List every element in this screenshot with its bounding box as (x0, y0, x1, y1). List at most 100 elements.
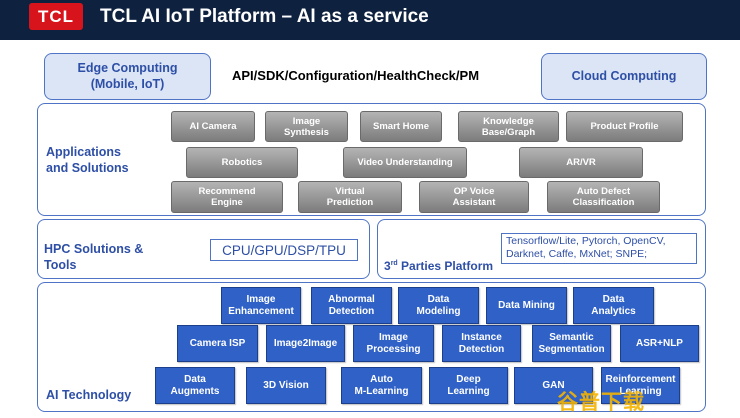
edge-computing-box (44, 53, 211, 100)
app-item-text-line1: Auto Defect (576, 186, 631, 197)
tech-item-text-line1: Camera ISP (189, 337, 246, 349)
hpc-label: HPC Solutions & Tools (44, 241, 143, 273)
tech-item-text-line1: GAN (542, 379, 565, 391)
tech-item-text-line2: Learning (447, 385, 490, 397)
tech-item-text-line1: Reinforcement (605, 373, 676, 385)
app-item-smart-home: Smart Home (360, 111, 442, 142)
app-item-text: Product Profile (590, 121, 658, 132)
tech-item-camera-isp: Camera ISP (177, 325, 258, 362)
hpc-label-line2: Tools (44, 258, 77, 272)
tech-item-data-mining: Data Mining (486, 287, 567, 324)
app-item-text-line2: Engine (211, 197, 243, 208)
tech-item-text-line2: Processing (366, 343, 421, 355)
tech-item-text-line1: Data Mining (498, 299, 555, 311)
tech-item-text-line1: Instance (461, 331, 502, 343)
tech-item-text-line1: Deep (456, 373, 481, 385)
app-item-text: AR/VR (566, 157, 596, 168)
third-party-frame (377, 219, 706, 279)
edge-computing-line1: Edge Computing (77, 61, 178, 75)
app-item-text-line1: Knowledge (483, 115, 534, 127)
app-item-text: Robotics (222, 157, 263, 168)
tech-item-text-line2: Modeling (416, 305, 461, 317)
tech-item-3d-vision: 3D Vision (246, 367, 326, 404)
tech-item-text: 3D Vision (263, 380, 308, 392)
edge-computing-line2: (Mobile, IoT) (90, 77, 165, 91)
ai-technology-label: AI Technology (46, 388, 132, 402)
tech-item-text-line1: Auto (370, 373, 393, 385)
app-item-text-line1: Video Understanding (357, 157, 453, 168)
api-label: API/SDK/Configuration/HealthCheck/PM (232, 68, 480, 83)
third-party-label-ordinal: 3 (384, 259, 391, 273)
hpc-frame (37, 219, 370, 279)
tech-item-text-line2: Segmentation (538, 343, 605, 355)
tech-item-text-line1: Image (246, 293, 276, 305)
tech-item-text-line2: Detection (458, 343, 505, 355)
app-item-text-line1: Virtual (335, 186, 365, 197)
tech-item-text: ASR+NLP (636, 338, 683, 350)
watermark: 谷普下载 (557, 391, 645, 414)
tech-item-text-line2: M-Learning (354, 385, 409, 397)
tech-item-text-line1: Image2Image (273, 337, 338, 349)
app-item-video-understanding: Video Understanding (343, 147, 467, 178)
app-item-text-line2: Base/Graph (481, 126, 536, 138)
tech-item-text-line1: Image (379, 331, 408, 343)
tech-item-text: Data Mining (498, 300, 555, 312)
app-item-text: AI Camera (190, 121, 237, 132)
app-item-text-line1: Product Profile (590, 121, 659, 132)
app-item-text-line1: Robotics (221, 157, 263, 168)
edge-computing-label: Edge Computing (Mobile, IoT) (44, 60, 211, 92)
app-item-text-line1: AI Camera (189, 121, 237, 132)
app-item-text-line2: Classification (572, 197, 635, 208)
tech-item-text: Image2Image (274, 338, 337, 350)
third-party-frameworks: Tensorflow/Lite, Pytorch, OpenCV, Darkne… (501, 233, 697, 264)
third-party-line1: Tensorflow/Lite, Pytorch, OpenCV, (506, 235, 666, 247)
app-item-text-line2: Assistant (452, 197, 496, 208)
app-item-text-line1: AR/VR (566, 157, 596, 168)
tech-item-text-line1: Data (427, 293, 450, 305)
tcl-logo: TCL (29, 3, 83, 30)
tech-item-text-line1: Data (602, 293, 625, 305)
applications-label-line2: and Solutions (46, 161, 129, 175)
tech-item-text-line1: Semantic (549, 331, 594, 343)
tech-item-text-line1: 3D Vision (263, 379, 309, 391)
app-item-ai-camera: AI Camera (171, 111, 255, 142)
app-item-text-line1: OP Voice (453, 186, 495, 197)
tech-item-gan: GAN (514, 367, 593, 404)
hpc-label-line1: HPC Solutions & (44, 242, 144, 256)
applications-label-line1: Applications (46, 145, 122, 159)
app-item-product-profile: Product Profile (566, 111, 683, 142)
tech-item-text-line1: ASR+NLP (636, 337, 683, 349)
third-party-label: 3rd Parties Platform (384, 259, 493, 273)
app-item-text-line1: Image (292, 115, 321, 127)
hpc-hardware-chip: CPU/GPU/DSP/TPU (210, 239, 358, 261)
app-item-robotics: Robotics (186, 147, 298, 178)
page-title: TCL AI IoT Platform – AI as a service (100, 6, 429, 27)
tech-item-text-line2: Analytics (591, 305, 636, 317)
app-item-text: Video Understanding (357, 157, 452, 168)
title-bar: TCL TCL AI IoT Platform – AI as a servic… (0, 0, 740, 40)
app-item-text-line2: Synthesis (284, 126, 329, 138)
